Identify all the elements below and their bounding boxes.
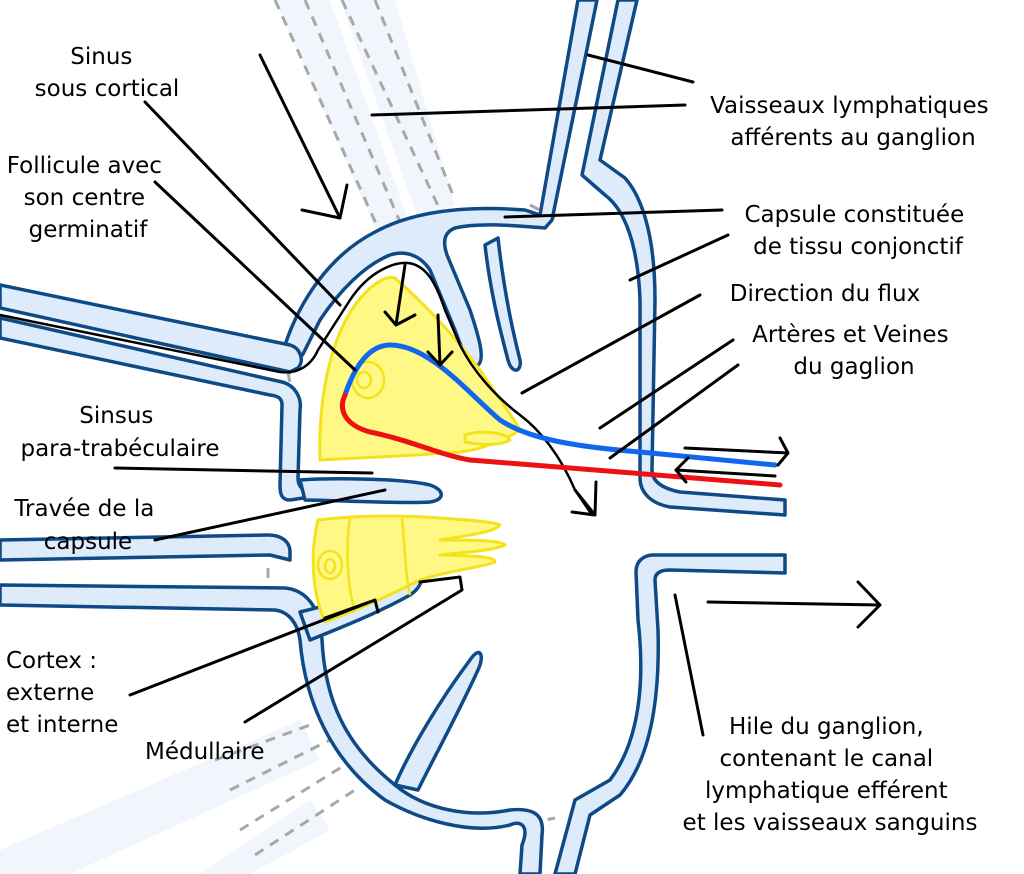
left-vessel-middle bbox=[0, 316, 332, 502]
leader-veines bbox=[608, 363, 740, 460]
arrow-right-icon bbox=[683, 436, 790, 467]
label-arteres-veines: Artères et Veines du gaglion bbox=[752, 322, 956, 380]
capsule bbox=[0, 0, 787, 874]
dashed-line bbox=[229, 738, 331, 792]
faded-vessel-1 bbox=[275, 0, 410, 228]
dashed-line bbox=[254, 788, 356, 857]
capsule-lower-arc bbox=[0, 583, 545, 874]
left-vessel-lower bbox=[0, 533, 292, 562]
flow-path bbox=[0, 261, 594, 517]
leader-vaisseaux-2 bbox=[370, 103, 687, 117]
germinal-center-lower-core bbox=[323, 557, 337, 575]
trabecula-top bbox=[483, 236, 522, 372]
leader-capsule-2 bbox=[628, 233, 730, 282]
arrow-flow-icon bbox=[570, 480, 598, 517]
arrow-afferent-icon bbox=[258, 53, 349, 220]
label-travee: Travée de la capsule bbox=[13, 496, 161, 555]
leader-cortex bbox=[128, 598, 380, 697]
faded-vessel-3 bbox=[200, 800, 330, 874]
follicle-lower-band bbox=[346, 516, 357, 613]
dashed-line bbox=[239, 763, 346, 832]
label-sinus-sous-cortical: Sinus sous cortical bbox=[35, 44, 180, 102]
leader-medullaire bbox=[243, 575, 464, 724]
follicle-lower-band bbox=[400, 517, 412, 596]
capsule-right-wall bbox=[580, 0, 787, 517]
dashed-line bbox=[303, 0, 402, 223]
label-capsule: Capsule constituée de tissu conjonctif bbox=[744, 202, 971, 260]
faded-vessel-4 bbox=[0, 720, 320, 874]
capsule-hile-lower bbox=[553, 553, 787, 874]
dashed-line bbox=[273, 0, 380, 229]
germinal-center-lower bbox=[316, 549, 344, 581]
leader-follicule bbox=[153, 180, 357, 372]
arrow-efferent-icon bbox=[706, 580, 882, 629]
vein bbox=[342, 342, 778, 468]
follicles bbox=[311, 275, 522, 624]
arrow-left-icon bbox=[674, 456, 777, 484]
follicle-finger bbox=[463, 430, 512, 446]
leader-direction-flux bbox=[520, 293, 702, 395]
leader-sinus-para-trabeculaire bbox=[113, 466, 374, 475]
flow-arrows bbox=[258, 53, 882, 629]
trabecula-middle bbox=[298, 477, 443, 505]
label-medullaire: Médullaire bbox=[145, 739, 265, 765]
artery bbox=[339, 392, 783, 488]
dashed-line bbox=[340, 0, 442, 211]
leader-travee bbox=[153, 488, 387, 542]
leader-capsule-1 bbox=[503, 208, 724, 219]
leader-vaisseaux-1 bbox=[586, 53, 695, 84]
trabecula-bottom bbox=[393, 650, 483, 792]
leader-sinus-sous-cortical bbox=[143, 100, 342, 307]
capsule-top-arc bbox=[283, 0, 599, 367]
germinal-center-upper-core bbox=[355, 370, 373, 390]
label-vaisseaux-afferents: Vaisseaux lymphatiques afférents au gang… bbox=[710, 93, 996, 151]
label-follicule: Follicule avec son centre germinatif bbox=[7, 153, 170, 243]
leader-arteres bbox=[598, 338, 735, 430]
faded-vessels bbox=[0, 0, 556, 874]
label-hile: Hile du ganglion, contenant le canal lym… bbox=[683, 714, 978, 836]
labels: Sinus sous cortical Follicule avec son c… bbox=[6, 44, 996, 836]
leader-hile bbox=[673, 593, 705, 737]
follicle-lower bbox=[311, 514, 507, 624]
leader-lines bbox=[113, 53, 740, 737]
arrow-down-icon bbox=[426, 313, 454, 367]
label-sinus-para-trabeculaire: Sinsus para-trabéculaire bbox=[20, 403, 219, 462]
arrow-down-icon bbox=[383, 263, 417, 327]
follicle-upper bbox=[318, 275, 522, 462]
label-cortex: Cortex : externe et interne bbox=[6, 648, 118, 738]
label-direction-flux: Direction du flux bbox=[730, 281, 920, 307]
